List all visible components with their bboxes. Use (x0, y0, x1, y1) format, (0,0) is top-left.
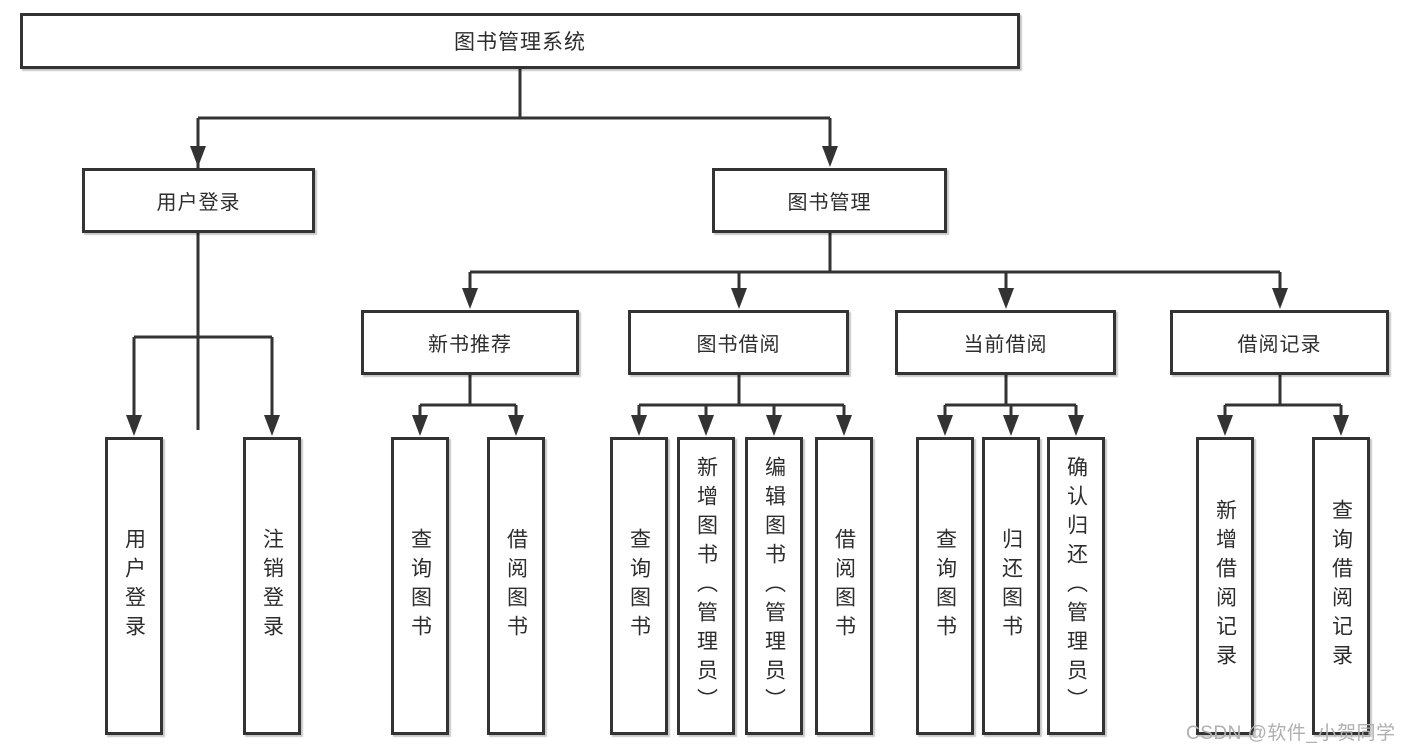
leaf-query-books-current: 查询图书 (916, 437, 974, 735)
leaf-add-books-admin: 新增图书（管理员） (677, 437, 735, 735)
node-current-borrow: 当前借阅 (895, 310, 1116, 375)
leaf-borrow-books: 借阅图书 (815, 437, 873, 735)
edges-root (190, 69, 838, 430)
leaf-label: 查询图书 (627, 528, 651, 644)
leaf-label: 确认归还（管理员） (1064, 455, 1088, 717)
leaf-confirm-return-admin: 确认归还（管理员） (1047, 437, 1105, 735)
node-borrow-records: 借阅记录 (1170, 310, 1389, 375)
node-user-login: 用户登录 (82, 168, 315, 233)
node-new-book-recommend: 新书推荐 (361, 310, 579, 375)
leaf-label: 查询图书 (408, 528, 432, 644)
leaf-label: 编辑图书（管理员） (762, 455, 786, 717)
leaf-logout: 注销登录 (243, 437, 301, 735)
node-book-borrow: 图书借阅 (628, 310, 849, 375)
leaf-query-books-recommend: 查询图书 (391, 437, 449, 735)
node-root: 图书管理系统 (20, 13, 1020, 69)
edges-book-borrow (631, 375, 852, 436)
leaf-label: 新增借阅记录 (1213, 499, 1237, 673)
leaf-label: 查询借阅记录 (1329, 499, 1353, 673)
leaf-query-books-borrow: 查询图书 (610, 437, 668, 735)
edges-user-login (126, 233, 280, 436)
leaf-label: 归还图书 (999, 528, 1023, 644)
edges-new-book-recommend (412, 375, 524, 436)
node-book-management: 图书管理 (712, 168, 947, 233)
leaf-add-borrow-record: 新增借阅记录 (1196, 437, 1254, 735)
watermark: CSDN @软件_小贺同学 (1186, 723, 1396, 744)
leaf-query-borrow-record: 查询借阅记录 (1312, 437, 1370, 735)
leaf-return-books: 归还图书 (982, 437, 1040, 735)
edges-book-management (462, 233, 1288, 309)
leaf-edit-books-admin: 编辑图书（管理员） (745, 437, 803, 735)
edges-borrow-records (1217, 375, 1349, 436)
leaf-label: 查询图书 (933, 528, 957, 644)
leaf-label: 借阅图书 (832, 528, 856, 644)
leaf-label: 注销登录 (260, 528, 284, 644)
leaf-label: 新增图书（管理员） (694, 455, 718, 717)
leaf-borrow-books-recommend: 借阅图书 (487, 437, 545, 735)
edges-current-borrow (937, 375, 1084, 436)
leaf-label: 借阅图书 (504, 528, 528, 644)
leaf-label: 用户登录 (122, 528, 146, 644)
leaf-user-login: 用户登录 (105, 437, 163, 735)
